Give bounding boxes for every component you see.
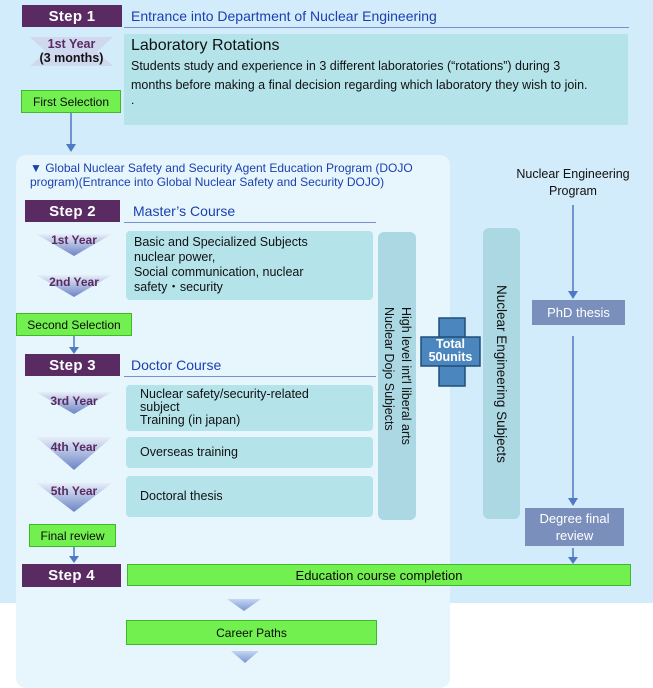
rotation-dot: . <box>131 93 135 107</box>
dojo-title-line1: ▼ Global Nuclear Safety and Security Age… <box>30 161 413 175</box>
rotation-text: Students study and experience in 3 diffe… <box>131 59 588 92</box>
doctoral-thesis-box: Doctoral thesis <box>126 476 373 517</box>
step2-badge: Step 2 <box>25 200 120 222</box>
ne-program-label: Nuclear Engineering Program <box>503 166 643 200</box>
units-text: 50units <box>428 350 473 364</box>
ne-subjects-text: Nuclear Engineering Subjects <box>494 284 509 463</box>
plus-icon <box>420 317 481 387</box>
masters-subjects-box: Basic and Specialized Subjects nuclear p… <box>126 231 373 300</box>
ne-program-line1: Nuclear Engineering <box>516 167 630 181</box>
step3-underline <box>124 376 376 377</box>
chevron-shape <box>36 437 112 470</box>
first-selection-label: First Selection <box>21 90 121 113</box>
course-completion-bar: Education course completion <box>127 564 631 586</box>
degree-review-box: Degree final review <box>525 508 624 546</box>
year-label-2: 2nd Year <box>49 275 99 289</box>
dojo-subjects-line1: High level int'l liberal arts <box>399 307 413 445</box>
step2-title: Master’s Course <box>133 203 236 219</box>
overseas-training-box: Overseas training <box>126 437 373 468</box>
chevron-shape <box>231 651 259 663</box>
year1-duration: (3 months) <box>39 51 104 65</box>
chevron-shape <box>36 234 112 256</box>
year1-hourglass-shape <box>30 37 113 66</box>
ne-program-line2: Program <box>549 184 597 198</box>
phd-thesis-box: PhD thesis <box>532 300 625 325</box>
doctoral-thesis-text: Doctoral thesis <box>140 489 223 503</box>
year1-text: 1st Year <box>47 37 96 51</box>
step3-title: Doctor Course <box>131 357 222 373</box>
rotation-box: Laboratory Rotations Students study and … <box>124 34 628 125</box>
dojo-title-line2: program)(Entrance into Global Nuclear Sa… <box>30 175 385 189</box>
overseas-training-text: Overseas training <box>140 445 238 459</box>
step4-badge: Step 4 <box>22 564 121 587</box>
dojo-title: ▼ Global Nuclear Safety and Security Age… <box>30 161 450 189</box>
doctor-subject-line: Training (in japan) <box>140 413 241 427</box>
degree-review-line2: review <box>555 528 594 543</box>
step1-title: Entrance into Department of Nuclear Engi… <box>131 8 437 24</box>
dojo-subjects-column: High level int'l liberal arts Nuclear Do… <box>378 232 416 520</box>
rotation-title: Laboratory Rotations <box>131 37 280 54</box>
dojo-subjects-line2: Nuclear Dojo Subjects <box>382 307 396 431</box>
year-label-1: 1st Year <box>51 233 97 247</box>
masters-subject-line: Social communication, nuclear <box>134 265 304 279</box>
step1-badge: Step 1 <box>22 5 122 27</box>
total-text: Total <box>436 337 465 351</box>
doctor-subject-line: Nuclear safety/security-related <box>140 387 309 401</box>
masters-subject-line: Basic and Specialized Subjects <box>134 235 308 249</box>
year1-label: 1st Year (3 months) <box>30 37 113 65</box>
dojo-subjects-text: High level int'l liberal arts Nuclear Do… <box>380 307 414 445</box>
year-label-5: 5th Year <box>50 484 98 498</box>
year-label-4: 4th Year <box>50 440 98 454</box>
year-label-3: 3rd Year <box>50 394 98 408</box>
degree-review-line1: Degree final <box>539 511 610 526</box>
career-paths-box: Career Paths <box>126 620 377 645</box>
step1-underline <box>124 27 629 28</box>
chevron-shape <box>36 275 112 297</box>
chevron-shape <box>227 599 261 611</box>
total-units-label: Total 50units <box>421 338 480 364</box>
step2-underline <box>124 222 376 223</box>
masters-subject-line: safety・security <box>134 280 223 294</box>
masters-subject-line: nuclear power, <box>134 250 216 264</box>
final-review-label: Final review <box>29 524 116 547</box>
phd-thesis-text: PhD thesis <box>547 305 610 320</box>
doctor-subject-line: subject <box>140 400 180 414</box>
ne-subjects-column: Nuclear Engineering Subjects <box>483 228 520 519</box>
chevron-shape <box>36 392 112 414</box>
step3-badge: Step 3 <box>25 354 120 376</box>
chevron-shape <box>36 483 112 512</box>
second-selection-label: Second Selection <box>16 313 132 336</box>
doctor-subjects-box: Nuclear safety/security-related subject … <box>126 385 373 431</box>
